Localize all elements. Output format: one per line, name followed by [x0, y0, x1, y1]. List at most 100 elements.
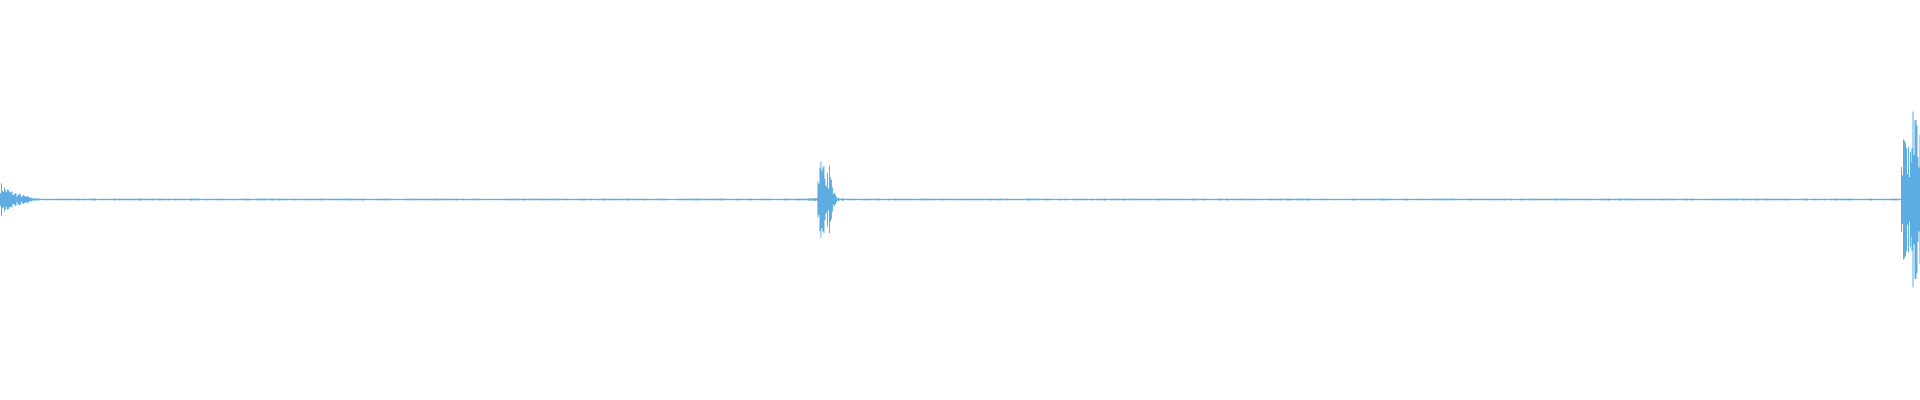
- waveform-column: [931, 198, 942, 201]
- waveform-column: [1026, 198, 1037, 201]
- waveform-column: [627, 198, 638, 201]
- waveform-column: [370, 198, 381, 201]
- waveform-column: [0, 183, 10, 216]
- waveform-column: [237, 198, 248, 201]
- waveform-column: [313, 198, 324, 201]
- waveform-column: [76, 198, 87, 201]
- waveform-column: [1606, 198, 1617, 201]
- waveform-column: [304, 198, 315, 201]
- waveform-column: [1710, 198, 1721, 201]
- waveform-column: [1511, 198, 1522, 201]
- waveform-column: [142, 198, 153, 201]
- waveform-column: [560, 198, 571, 201]
- waveform-column: [1824, 198, 1835, 201]
- waveform-column: [864, 198, 875, 201]
- waveform-column: [674, 198, 685, 201]
- waveform-column: [1036, 198, 1047, 201]
- waveform-column: [1435, 198, 1446, 201]
- waveform-column: [1397, 198, 1408, 201]
- waveform-column: [1881, 198, 1892, 201]
- waveform-column: [1264, 198, 1275, 201]
- waveform-column: [1615, 198, 1626, 201]
- waveform-column: [389, 198, 400, 201]
- waveform-column: [1815, 198, 1826, 201]
- waveform-column: [1482, 198, 1493, 201]
- waveform-column: [1796, 198, 1807, 201]
- waveform-column: [1216, 198, 1227, 201]
- waveform-column: [1131, 198, 1142, 201]
- waveform-column: [1064, 198, 1075, 201]
- waveform-column: [921, 198, 932, 201]
- waveform-column: [209, 198, 220, 201]
- waveform-column: [1891, 198, 1902, 201]
- waveform-column: [760, 198, 771, 201]
- waveform-column: [1653, 198, 1664, 201]
- waveform-column: [408, 198, 419, 201]
- waveform-column: [883, 198, 894, 201]
- waveform-column: [256, 198, 267, 201]
- waveform-column: [1150, 198, 1161, 201]
- waveform-column: [123, 198, 134, 201]
- waveform-column: [1074, 198, 1085, 201]
- waveform-column: [636, 198, 647, 201]
- waveform-column: [1805, 198, 1816, 201]
- waveform-column: [323, 198, 334, 201]
- waveform-column: [845, 198, 856, 201]
- waveform-column: [503, 198, 514, 201]
- waveform-column: [1292, 198, 1303, 201]
- waveform-column: [1596, 198, 1607, 201]
- waveform-column: [893, 198, 904, 201]
- waveform-column: [1378, 198, 1389, 201]
- waveform-column: [665, 198, 676, 201]
- waveform-column: [1102, 198, 1113, 201]
- waveform-column: [1273, 198, 1284, 201]
- waveform-column: [1083, 198, 1094, 201]
- waveform-columns: [0, 111, 1920, 288]
- waveform-column: [1558, 198, 1569, 201]
- waveform-column: [1910, 111, 1920, 288]
- waveform-column: [275, 198, 286, 201]
- waveform-column: [1587, 198, 1598, 201]
- waveform-column: [1644, 198, 1655, 201]
- waveform-column: [1720, 198, 1731, 201]
- waveform-column: [750, 198, 761, 201]
- waveform-column: [1530, 198, 1541, 201]
- waveform-column: [1501, 198, 1512, 201]
- waveform-column: [769, 198, 780, 201]
- waveform-column: [57, 198, 68, 201]
- waveform-column: [579, 198, 590, 201]
- waveform-column: [1416, 198, 1427, 201]
- waveform-column: [1302, 198, 1313, 201]
- waveform-column: [494, 198, 505, 201]
- waveform-column: [1492, 198, 1503, 201]
- waveform-column: [66, 198, 77, 201]
- waveform-column: [427, 198, 438, 201]
- waveform-column: [152, 198, 163, 201]
- waveform-column: [1862, 198, 1873, 201]
- waveform-column: [1349, 198, 1360, 201]
- waveform-column: [541, 198, 552, 201]
- waveform-column: [1900, 139, 1911, 260]
- waveform-column: [1454, 198, 1465, 201]
- waveform-column: [1368, 198, 1379, 201]
- waveform-column: [1729, 198, 1740, 201]
- waveform-column: [228, 198, 239, 201]
- waveform-column: [788, 198, 799, 201]
- waveform-column: [731, 198, 742, 201]
- waveform-column: [446, 198, 457, 201]
- waveform-column: [1520, 198, 1531, 201]
- waveform-column: [1767, 198, 1778, 201]
- waveform-column: [798, 198, 809, 201]
- waveform-column: [218, 198, 229, 201]
- waveform-column: [950, 198, 961, 201]
- waveform-column: [19, 193, 30, 206]
- waveform-column: [998, 198, 1009, 201]
- waveform-column: [570, 198, 581, 201]
- waveform-column: [114, 198, 125, 201]
- waveform-column: [399, 198, 410, 201]
- waveform-column: [513, 198, 524, 201]
- waveform-column: [1872, 198, 1883, 201]
- waveform-column: [1159, 198, 1170, 201]
- waveform-column: [1112, 198, 1123, 201]
